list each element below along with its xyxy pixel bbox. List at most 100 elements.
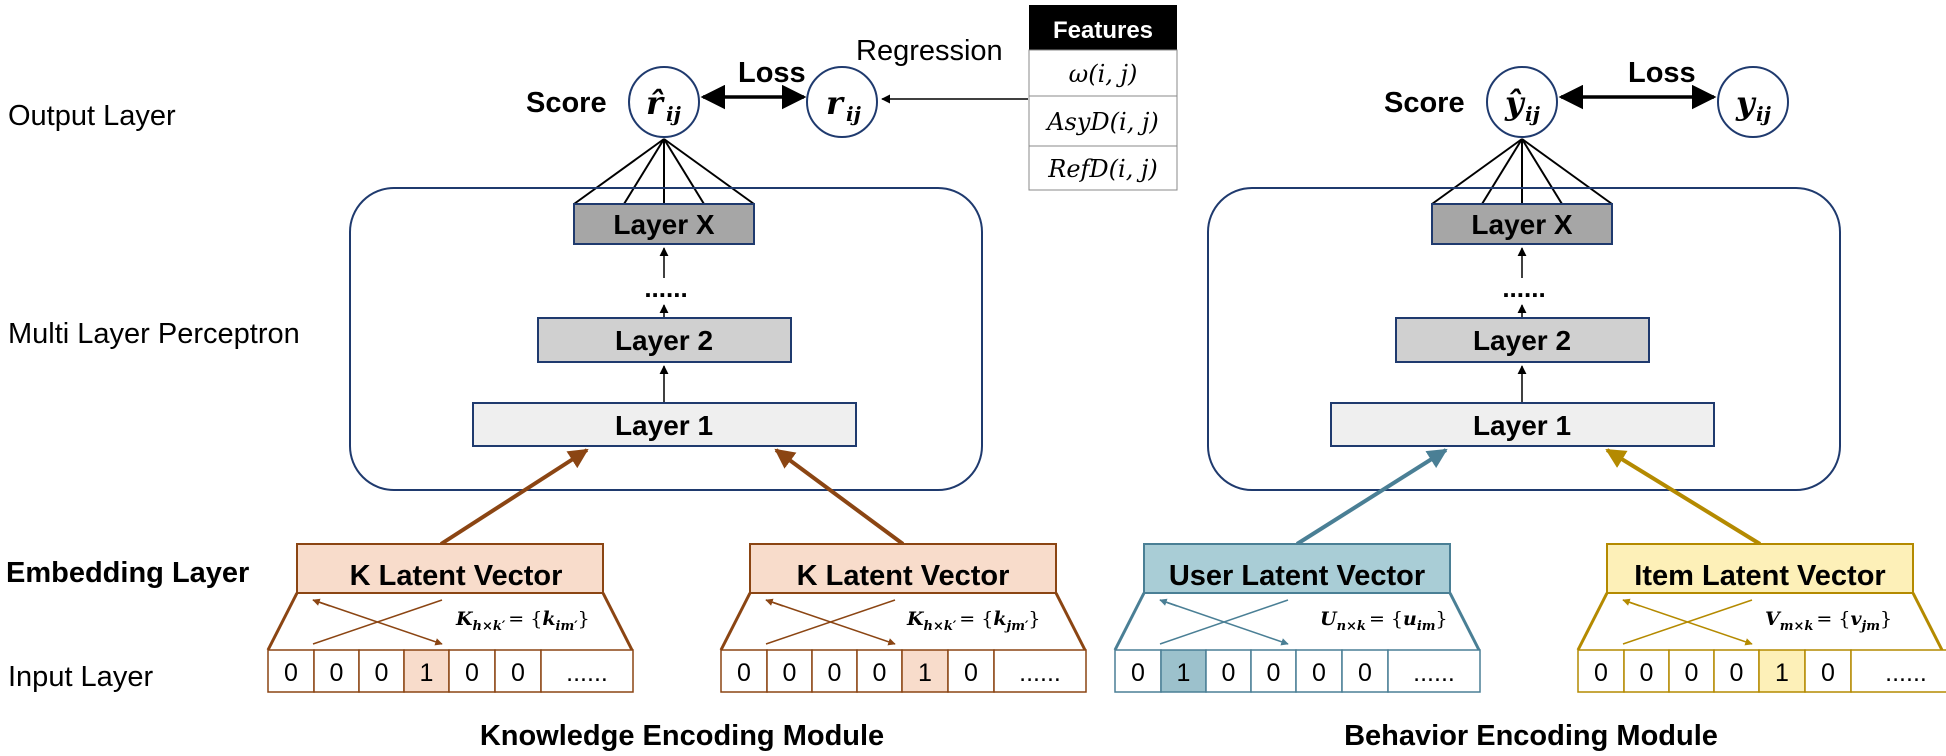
behavior-module: Score ŷ ij Loss y ij Layer X ...... Laye… [1113,57,1946,752]
input-cell [993,649,1087,693]
input-cell [811,649,858,693]
input-cell-value: 0 [828,659,842,687]
knowledge-module: Score r̂ ij Loss r ij Regression Feature… [266,5,1178,752]
input-cell-value: 0 [1131,659,1145,687]
knowledge-mlp-box [349,187,983,491]
input-cell [856,649,903,693]
input-cell-value: 0 [284,659,298,687]
input-cell [1623,649,1670,693]
item-embed-arrow [1605,448,1762,546]
funnel-edge [1448,592,1481,651]
knowledge-fan-lines [573,138,755,205]
knowledge-layer-ellipsis: ...... [644,273,687,303]
features-header: Features [1053,17,1153,44]
knowledge-pred-sub: ij [666,102,682,126]
knowledge-loss-label: Loss [738,57,806,89]
knowledge-layer-x [573,203,755,245]
knowledge-module-title: Knowledge Encoding Module [480,720,884,752]
cross-arrow [312,599,443,645]
input-cell-value: 1 [1177,659,1191,687]
item-latent-vector-label: Item Latent Vector [1634,560,1885,592]
behavior-score-label: Score [1384,87,1465,119]
behavior-target-sub: ij [1756,102,1772,126]
cross-arrow [765,599,896,645]
knowledge-score-label: Score [526,87,607,119]
input-cell-value: 1 [420,659,434,687]
input-layer-label: Input Layer [8,661,153,693]
funnel-edge [719,592,752,651]
k-formula-left: Kh×k′= {kim′} [455,608,590,634]
features-table: Features ω(i, j) AsyD(i, j) RefD(i, j) [1028,5,1178,191]
behavior-mlp-box [1207,187,1841,491]
knowledge-embed-arrow-left [439,448,589,546]
user-formula: Un×k= {uim} [1320,608,1448,634]
input-cell [540,649,634,693]
cross-arrow [1622,599,1753,645]
input-cell [766,649,813,693]
cross-arrow [1159,599,1289,645]
input-cell-value: ...... [1885,659,1927,687]
cross-arrow-head [1159,598,1178,607]
k-latent-vector-label: K Latent Vector [797,560,1010,592]
feature-refd: RefD(i, j) [1047,155,1158,183]
knowledge-layer-1-label: Layer 1 [615,410,713,441]
input-cell-value: 0 [1358,659,1372,687]
user-latent-vector-box [1143,543,1451,594]
input-cell [720,649,768,693]
embedding-layer-label: Embedding Layer [6,557,249,589]
behavior-layer-1-label: Layer 1 [1473,410,1571,441]
input-cell [1341,649,1389,693]
input-cell-value: 0 [1640,659,1654,687]
feature-row [1028,49,1178,97]
k-formula-right: Kh×k′= {kjm′} [906,608,1041,634]
input-cell-value: 0 [737,659,751,687]
cross-arrow-head [312,598,331,607]
mlp-label: Multi Layer Perceptron [8,318,300,350]
feature-row [1028,95,1178,147]
feature-row [1028,145,1178,191]
knowledge-embed-arrow-right [774,448,905,546]
knowledge-layer-2-label: Layer 2 [615,325,713,356]
behavior-pred-symbol: ŷ [1504,84,1526,122]
input-cell-value: 0 [1821,659,1835,687]
input-cell [494,649,542,693]
feature-asyd: AsyD(i, j) [1045,108,1159,136]
behavior-target-symbol: y [1735,84,1757,122]
item-latent-vector-box [1606,543,1914,594]
input-cell-value: ...... [1019,659,1061,687]
user-embed-arrow [1295,448,1448,546]
input-cell [1668,649,1715,693]
input-cell [267,649,315,693]
input-cell [1387,649,1481,693]
input-cell-value: 0 [964,659,978,687]
behavior-layer-x [1431,203,1613,245]
input-cell-value: 0 [1594,659,1608,687]
input-cell-active [1160,649,1207,693]
funnel-edge [601,592,634,651]
behavior-layer-1 [1330,402,1715,447]
knowledge-layer-1 [472,402,857,447]
knowledge-target-symbol: r [826,84,845,122]
input-cell-active [1758,649,1806,693]
feature-omega: ω(i, j) [1069,60,1138,88]
output-layer-label: Output Layer [8,100,176,132]
behavior-loss-label: Loss [1628,57,1696,89]
knowledge-layer-2 [537,317,792,363]
input-cell-value: 0 [1730,659,1744,687]
behavior-pred-sub: ij [1525,102,1541,126]
regression-label: Regression [856,35,1003,67]
k-latent-vector-label: K Latent Vector [350,560,563,592]
behavior-layer-x-label: Layer X [1471,209,1572,240]
input-cell-value: 0 [783,659,797,687]
cross-arrow-head [1622,598,1641,607]
behavior-module-title: Behavior Encoding Module [1344,720,1718,752]
input-cell-value: 0 [1267,659,1281,687]
funnel-edge [1054,592,1087,651]
input-cell-value: 0 [375,659,389,687]
knowledge-target-sub: ij [846,102,862,126]
